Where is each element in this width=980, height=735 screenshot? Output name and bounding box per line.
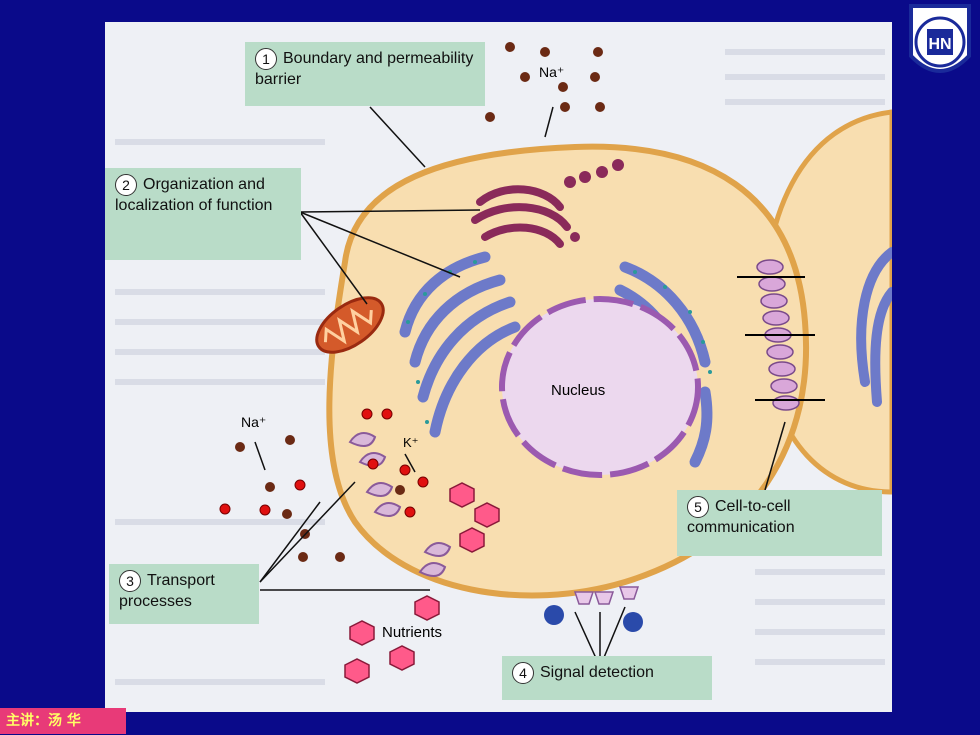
callout-text-5: Cell-to-cell communication: [687, 498, 795, 536]
callout-text-4: Signal detection: [540, 664, 654, 682]
neighbor-er: [856, 247, 897, 407]
gap-junction-arrows: [737, 276, 825, 401]
callout-number-4: 4: [512, 662, 534, 684]
k-label: K⁺: [403, 435, 419, 450]
transport-proteins: [348, 432, 452, 577]
callout-number-1: 1: [255, 48, 277, 70]
signal-molecules: [544, 605, 643, 632]
callout-text-3: Transport processes: [119, 572, 215, 610]
callout-number-5: 5: [687, 496, 709, 518]
ribosomes: [406, 260, 712, 424]
potassium-ions: [219, 408, 429, 518]
golgi-vesicles: [564, 159, 624, 242]
background-text-lines: [115, 49, 885, 685]
lecturer-badge: 主讲：汤 华: [0, 708, 126, 734]
leader-lines: [254, 106, 786, 668]
na-label-top: Na⁺: [539, 64, 564, 80]
university-logo: HN: [903, 2, 977, 86]
callout-text-1: Boundary and permeability barrier: [255, 50, 474, 88]
sodium-ions: [235, 42, 605, 562]
nucleus: [499, 296, 701, 478]
na-label-left: Na⁺: [241, 414, 266, 430]
mitochondrion: [315, 296, 385, 354]
callout-number-3: 3: [119, 570, 141, 592]
golgi-apparatus: [471, 185, 571, 248]
nutrient-molecules: [344, 482, 500, 684]
callout-text-2: Organization and localization of functio…: [115, 176, 273, 214]
logo-initials: HN: [928, 36, 951, 53]
callout-number-2: 2: [115, 174, 137, 196]
receptors: [573, 586, 640, 605]
nutrients-label: Nutrients: [382, 624, 442, 641]
gap-junction: [756, 259, 800, 411]
nucleus-label: Nucleus: [551, 382, 605, 399]
callout-signal-detection: 4 Signal detection: [502, 656, 712, 700]
